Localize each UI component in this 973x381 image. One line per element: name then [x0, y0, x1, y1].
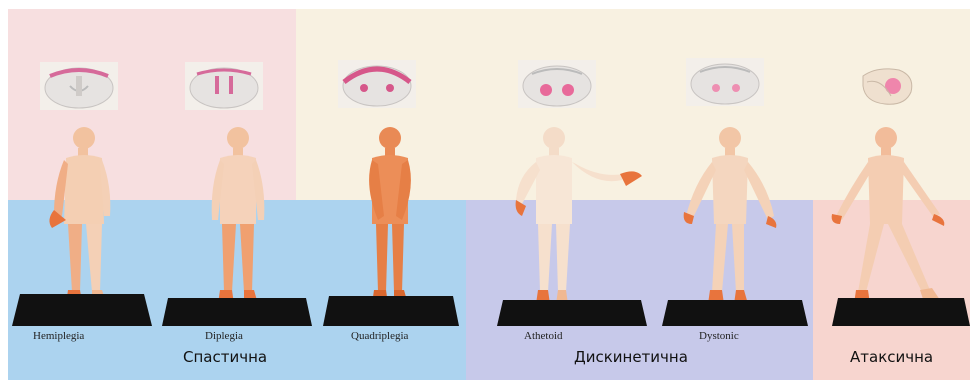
- platform-hemiplegia: [12, 294, 152, 326]
- ataxic-figure: [830, 124, 950, 314]
- category-spastic: Спастична: [183, 348, 267, 366]
- brain-scan-hemiplegia: [40, 62, 118, 110]
- cerebellum-icon: [857, 66, 917, 108]
- label-diplegia: Diplegia: [205, 330, 243, 342]
- label-hemiplegia: Hemiplegia: [33, 330, 84, 342]
- diplegia-figure: [200, 124, 276, 314]
- category-dyskinetic: Дискинетична: [574, 348, 688, 366]
- label-athetoid: Athetoid: [524, 330, 563, 342]
- platform-diplegia: [162, 298, 312, 326]
- athetoid-figure: [506, 124, 646, 314]
- platform-quadriplegia: [323, 296, 459, 326]
- platform-dystonic: [662, 300, 808, 326]
- dystonic-figure: [680, 124, 780, 314]
- brain-scan-diplegia: [185, 62, 263, 110]
- brain-scan-athetoid: [518, 60, 596, 108]
- label-quadriplegia: Quadriplegia: [351, 330, 408, 342]
- brain-scan-dystonic: [686, 58, 764, 106]
- hemiplegia-figure: [44, 124, 120, 314]
- category-ataxic: Атаксична: [850, 348, 933, 366]
- brain-scan-quadriplegia: [338, 60, 416, 108]
- quadriplegia-figure: [352, 124, 428, 314]
- platform-athetoid: [497, 300, 647, 326]
- platform-ataxic: [832, 298, 970, 326]
- label-dystonic: Dystonic: [699, 330, 739, 342]
